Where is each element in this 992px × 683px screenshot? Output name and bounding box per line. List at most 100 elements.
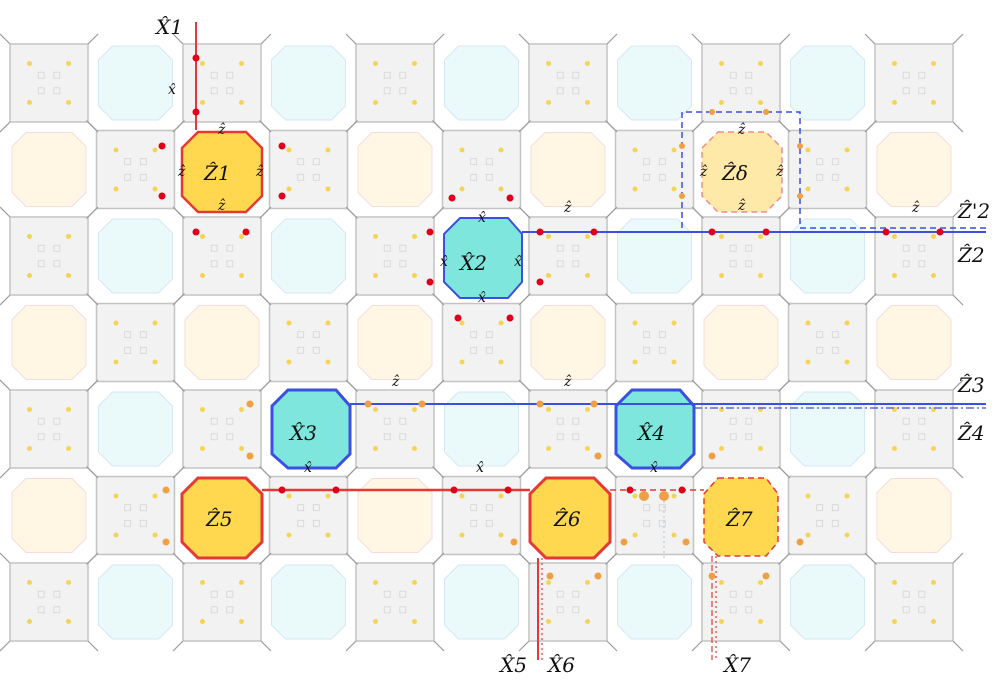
label-xhat-4: x̂ <box>476 460 484 476</box>
tile-glyph <box>816 331 824 339</box>
dot <box>158 142 166 150</box>
tile-glyph <box>470 173 478 181</box>
tile-glyph <box>831 331 839 339</box>
tile-dot <box>546 273 551 278</box>
tile-glyph <box>210 87 218 95</box>
tile-link <box>347 466 358 477</box>
dot <box>936 228 944 236</box>
tile-dot <box>412 580 417 585</box>
tile-dot <box>844 320 850 326</box>
plaquette-x3 <box>270 388 352 470</box>
lattice-tiles <box>9 43 954 642</box>
tile-glyph <box>383 244 391 252</box>
tile-link <box>864 640 876 652</box>
tile-glyph <box>226 260 234 268</box>
tile-dot <box>892 273 897 278</box>
tile-glyph <box>210 606 218 614</box>
dot <box>536 278 544 286</box>
tile-link <box>432 466 443 477</box>
tile-dot <box>113 186 119 192</box>
tile-glyph <box>139 519 147 527</box>
qubit-tile <box>614 302 695 383</box>
tile-dot <box>373 234 378 239</box>
tile-link <box>433 33 445 45</box>
dot <box>708 452 716 460</box>
tile-glyph <box>226 606 234 614</box>
tile-dot <box>66 61 71 66</box>
tile-link <box>0 552 11 564</box>
tile-glyph <box>37 417 45 425</box>
label-z5: Ẑ5 <box>205 507 233 531</box>
tile-link <box>0 640 11 652</box>
qubit-tile <box>787 302 868 383</box>
qubit-tile <box>9 562 89 642</box>
tile-glyph <box>902 87 910 95</box>
tile-dot <box>931 61 936 66</box>
labels: X̂1 x̂ ẑ ẑ ẑ ẑ Ẑ1 ẑ ẑ ẑ ẑ Ẑδ ẑ ẑ Ẑ'2 Ẑ2 … <box>154 15 990 677</box>
dot <box>797 193 803 199</box>
tile-link <box>779 640 791 652</box>
label-zhat-1d: ẑ <box>217 197 226 214</box>
tile-glyph <box>210 417 218 425</box>
z-plaquette <box>703 305 779 380</box>
tile-glyph <box>485 519 493 527</box>
label-xhat-2d: x̂ <box>478 290 486 306</box>
label-z2: Ẑ2 <box>957 243 985 267</box>
tile-glyph <box>902 433 910 441</box>
tile-dot <box>373 100 378 105</box>
tile-glyph <box>297 331 305 339</box>
tile-glyph <box>297 158 305 166</box>
label-xhat-1: x̂ <box>168 82 176 98</box>
z-plaquette <box>357 132 433 207</box>
tile-dot <box>585 407 590 412</box>
tile-link <box>693 293 704 304</box>
tile-link <box>779 552 791 564</box>
tile-dot <box>113 147 119 153</box>
dot <box>192 228 200 236</box>
tile-glyph <box>312 346 320 354</box>
label-xhat-3: x̂ <box>304 460 312 476</box>
tile-glyph <box>312 331 320 339</box>
tile-dot <box>546 580 551 585</box>
tile-glyph <box>485 158 493 166</box>
plaquette-x4 <box>614 388 696 470</box>
tile-dot <box>27 234 32 239</box>
tile-link <box>259 293 270 304</box>
tile-glyph <box>399 244 407 252</box>
tile-link <box>691 640 703 652</box>
string-z2-prime <box>681 111 986 229</box>
dot <box>590 400 598 408</box>
label-zhat-1b: ẑ <box>177 163 186 180</box>
tile-glyph <box>226 71 234 79</box>
tile-glyph <box>139 158 147 166</box>
tile-link <box>518 206 530 218</box>
tile-dot <box>373 273 378 278</box>
tile-glyph <box>399 606 407 614</box>
tile-dot <box>892 580 897 585</box>
tile-glyph <box>729 606 737 614</box>
plaquette-z5 <box>180 476 264 560</box>
tile-dot <box>325 147 331 153</box>
dot <box>364 400 372 408</box>
tile-glyph <box>383 417 391 425</box>
tile-dot <box>325 320 331 326</box>
tile-glyph <box>312 504 320 512</box>
label-x1: X̂1 <box>154 15 183 39</box>
tile-dot <box>373 580 378 585</box>
x-plaquette <box>271 218 346 294</box>
dot <box>418 400 426 408</box>
tile-dot <box>373 446 378 451</box>
tile-dot <box>286 532 292 538</box>
dot <box>796 538 804 546</box>
tile-link <box>260 379 272 391</box>
tile-dot <box>325 493 331 499</box>
tile-dot <box>412 100 417 105</box>
tile-glyph <box>572 417 580 425</box>
qubit-tile <box>528 43 608 123</box>
tile-glyph <box>53 260 61 268</box>
label-x7: X̂7 <box>722 653 751 677</box>
tile-dot <box>239 580 244 585</box>
tile-dot <box>66 580 71 585</box>
tile-dot <box>632 147 638 153</box>
tile-dot <box>412 273 417 278</box>
